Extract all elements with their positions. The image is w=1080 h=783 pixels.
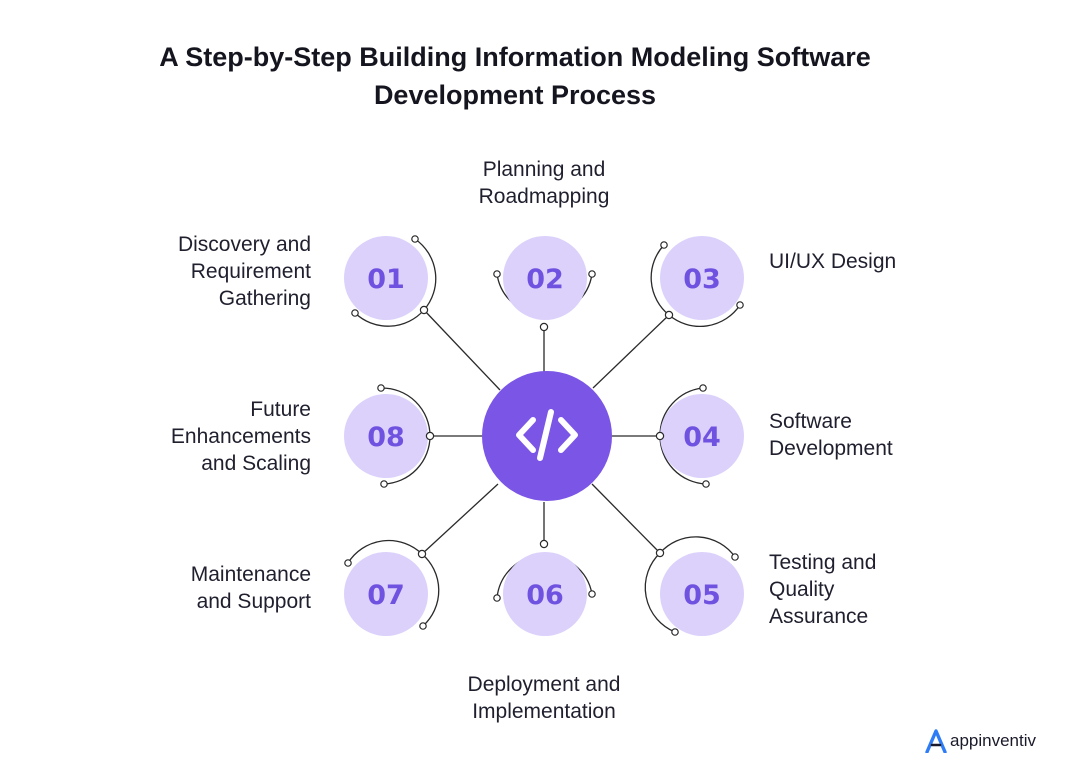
node-arc [650,244,670,316]
step-number-03: 03 [683,264,721,295]
node-arc [659,435,707,485]
node-arc [668,304,741,328]
spoke-07 [421,483,499,555]
node-arc [354,309,425,327]
step-number-08: 08 [367,422,405,453]
node-dot [539,539,549,549]
step-node-03: 03 [650,236,744,328]
node-dot [344,559,352,567]
code-icon [516,409,578,461]
title-line-1: A Step-by-Step Building Information Mode… [159,42,871,72]
node-dot [731,553,739,561]
node-circle [503,552,587,636]
node-dot [493,270,501,278]
step-node-01: 01 [344,235,437,327]
node-dot [493,594,501,602]
step-number-06: 06 [526,580,564,611]
center-hub [482,371,612,501]
step-node-08: 08 [344,384,435,488]
step-number-05: 05 [683,580,721,611]
node-circle [344,552,428,636]
node-dot [377,384,385,392]
spoke-03 [592,314,670,389]
node-circle [503,236,587,320]
node-dot [671,628,679,636]
node-dot [419,622,427,630]
step-node-06: 06 [493,539,596,636]
node-dot [660,241,668,249]
node-arc [347,539,423,564]
node-dot [588,270,596,278]
node-circle [660,552,744,636]
appinventiv-logo-icon [925,729,947,753]
spoke-01 [423,309,501,391]
node-arc [380,387,431,437]
node-dot [588,590,596,598]
brand-name: appinventiv [950,731,1037,750]
node-dot [655,431,665,441]
step-label-04: Software Development [769,410,893,460]
node-arc [659,387,704,437]
node-dot [699,384,707,392]
node-arc [414,238,437,311]
page-title: A Step-by-Step Building Information Mode… [120,38,910,114]
node-dot [380,480,388,488]
node-circle [344,236,428,320]
step-label-06: Deployment and Implementation [467,673,621,723]
node-dot [351,309,359,317]
spoke-05 [591,483,661,554]
step-label-03: UI/UX Design [769,250,897,273]
node-arc [421,553,440,627]
connector-lines [421,309,670,555]
step-label-08: Future Enhancements and Scaling [170,398,311,475]
step-node-02: 02 [493,236,596,332]
step-node-05: 05 [644,536,744,636]
node-arc [659,536,736,558]
node-dot [736,301,744,309]
step-label-02: Planning and Roadmapping [478,158,610,208]
step-label-07: Maintenance and Support [190,563,311,613]
step-node-04: 04 [655,384,744,488]
step-number-02: 02 [526,264,564,295]
step-node-07: 07 [344,539,440,636]
node-dot [664,310,674,320]
step-number-01: 01 [367,264,405,295]
brand-logo: appinventiv [925,728,1036,754]
node-arc [644,552,676,633]
node-dot [702,480,710,488]
step-label-05: Testing and Quality Assurance [769,551,877,628]
node-arc [383,435,431,485]
node-dot [539,322,549,332]
node-dot [417,549,427,559]
node-dot [655,548,665,558]
step-label-01: Discovery and Requirement Gathering [177,233,311,310]
node-dot [419,305,429,315]
step-number-07: 07 [367,580,405,611]
step-number-04: 04 [683,422,721,453]
node-circle [344,394,428,478]
node-circle [660,236,744,320]
title-line-2: Development Process [373,80,657,110]
node-dot [411,235,419,243]
node-circle [660,394,744,478]
node-dot [425,431,435,441]
